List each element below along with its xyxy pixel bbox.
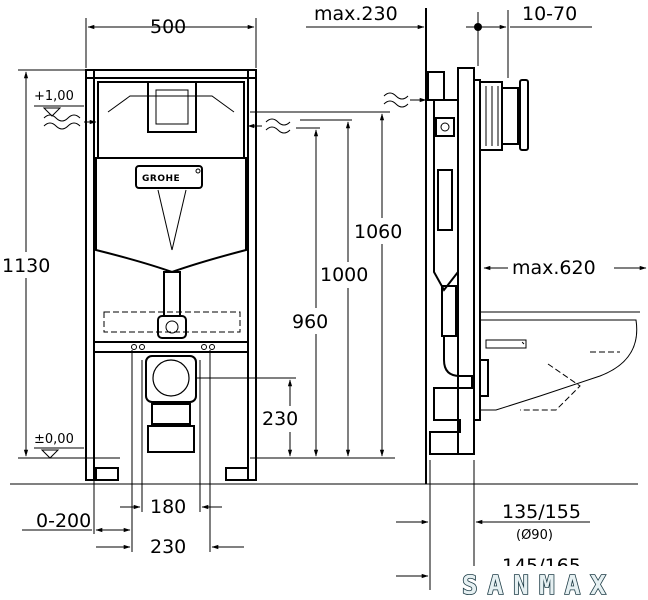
brand-mark — [195, 168, 201, 174]
flush-pipe-connector — [157, 315, 187, 339]
drain-bottom — [147, 425, 195, 453]
dim-1060-label: 1060 — [354, 221, 402, 243]
dim-960-label: 960 — [292, 311, 328, 333]
side-inlet-icon — [383, 92, 409, 100]
brand-plate — [135, 165, 203, 189]
flush-plate-opening — [147, 81, 197, 133]
water-inlet-left-icon — [43, 114, 81, 122]
flush-plate-front — [501, 87, 519, 145]
level-top-label: +1,00 — [34, 89, 74, 104]
front-view: GROHE 500 — [0, 16, 638, 558]
label-bg — [260, 406, 306, 432]
dim-max-620-label: max.620 — [512, 257, 596, 279]
drain-outlet — [152, 359, 190, 397]
level-top-triangle — [42, 107, 62, 117]
dim-max-230-label: max.230 — [314, 3, 398, 25]
dim-10-70-label: 10-70 — [522, 3, 577, 25]
label-bg — [318, 262, 378, 288]
side-view: max.230 10-70 max.620 135/155 (Ø90) 145/… — [306, 3, 647, 590]
connector-ring — [165, 320, 179, 334]
brand-label: GROHE — [142, 174, 180, 184]
watermark-text: SANMAX — [462, 571, 616, 600]
water-inlet-right-icon-2 — [265, 126, 291, 134]
dim-500-label: 500 — [150, 16, 186, 38]
side-top-bracket — [427, 71, 445, 101]
center-mark-dot — [474, 23, 482, 31]
frame-left-post — [85, 69, 95, 481]
dim-1130-label: 1130 — [2, 255, 50, 277]
bolt-2 — [139, 344, 145, 350]
drain-housing — [145, 355, 197, 403]
label-bg — [0, 252, 52, 278]
level-zero-triangle — [40, 449, 60, 459]
bowl-inner-dashed — [496, 339, 525, 345]
side-frame-post — [457, 67, 475, 455]
watermark-bg — [455, 566, 648, 600]
bowl-outline-dashed — [103, 311, 241, 333]
label-bg — [352, 218, 412, 244]
bowl-trap-dashed — [520, 363, 581, 411]
bowl-body — [480, 319, 638, 411]
frame-top-bar — [85, 69, 257, 79]
cistern-top — [97, 81, 245, 159]
dim-135-155-label: 135/155 — [502, 501, 581, 523]
dim-diameter-90-label: (Ø90) — [516, 528, 553, 543]
bolt-4 — [209, 344, 215, 350]
dim-1000-label: 1000 — [320, 264, 368, 286]
side-cistern-inner — [437, 169, 453, 231]
water-inlet-right-icon — [265, 118, 291, 126]
side-flush-pipe — [441, 285, 457, 337]
water-inlet-left-icon-2 — [43, 122, 81, 130]
side-valve — [435, 117, 455, 137]
bowl-bracket — [485, 339, 527, 349]
bolt-3 — [201, 344, 207, 350]
side-inlet-icon-2 — [383, 100, 409, 108]
side-drain-elbow — [429, 336, 473, 455]
flush-pipe — [163, 271, 181, 317]
level-zero-label: ±0,00 — [34, 432, 74, 447]
label-bg — [290, 308, 338, 334]
flush-plate-frame — [479, 81, 503, 151]
frame-right-foot — [225, 467, 249, 481]
cistern-inner-line — [157, 189, 173, 251]
bolt-1 — [131, 344, 137, 350]
cistern-shoulder — [107, 95, 235, 113]
drain-lower — [151, 403, 191, 425]
dim-180-label: 180 — [150, 496, 186, 518]
watermark: SANMAX — [455, 566, 648, 600]
side-valve-knob — [440, 122, 450, 132]
frame-right-post — [247, 69, 257, 481]
dim-230-bottom-label: 230 — [150, 536, 186, 558]
dim-0-200-label: 0-200 — [36, 510, 91, 532]
flush-plate-inner — [155, 89, 189, 125]
side-cistern — [433, 99, 459, 292]
dim-230-vertical-label: 230 — [262, 408, 298, 430]
frame-left-foot — [95, 467, 119, 481]
side-drain-flange — [479, 359, 489, 397]
side-frame-plate — [473, 79, 481, 421]
frame-cross-bar — [93, 341, 249, 353]
cistern-inner-line-2 — [171, 189, 187, 251]
flush-plate-button — [519, 79, 529, 151]
